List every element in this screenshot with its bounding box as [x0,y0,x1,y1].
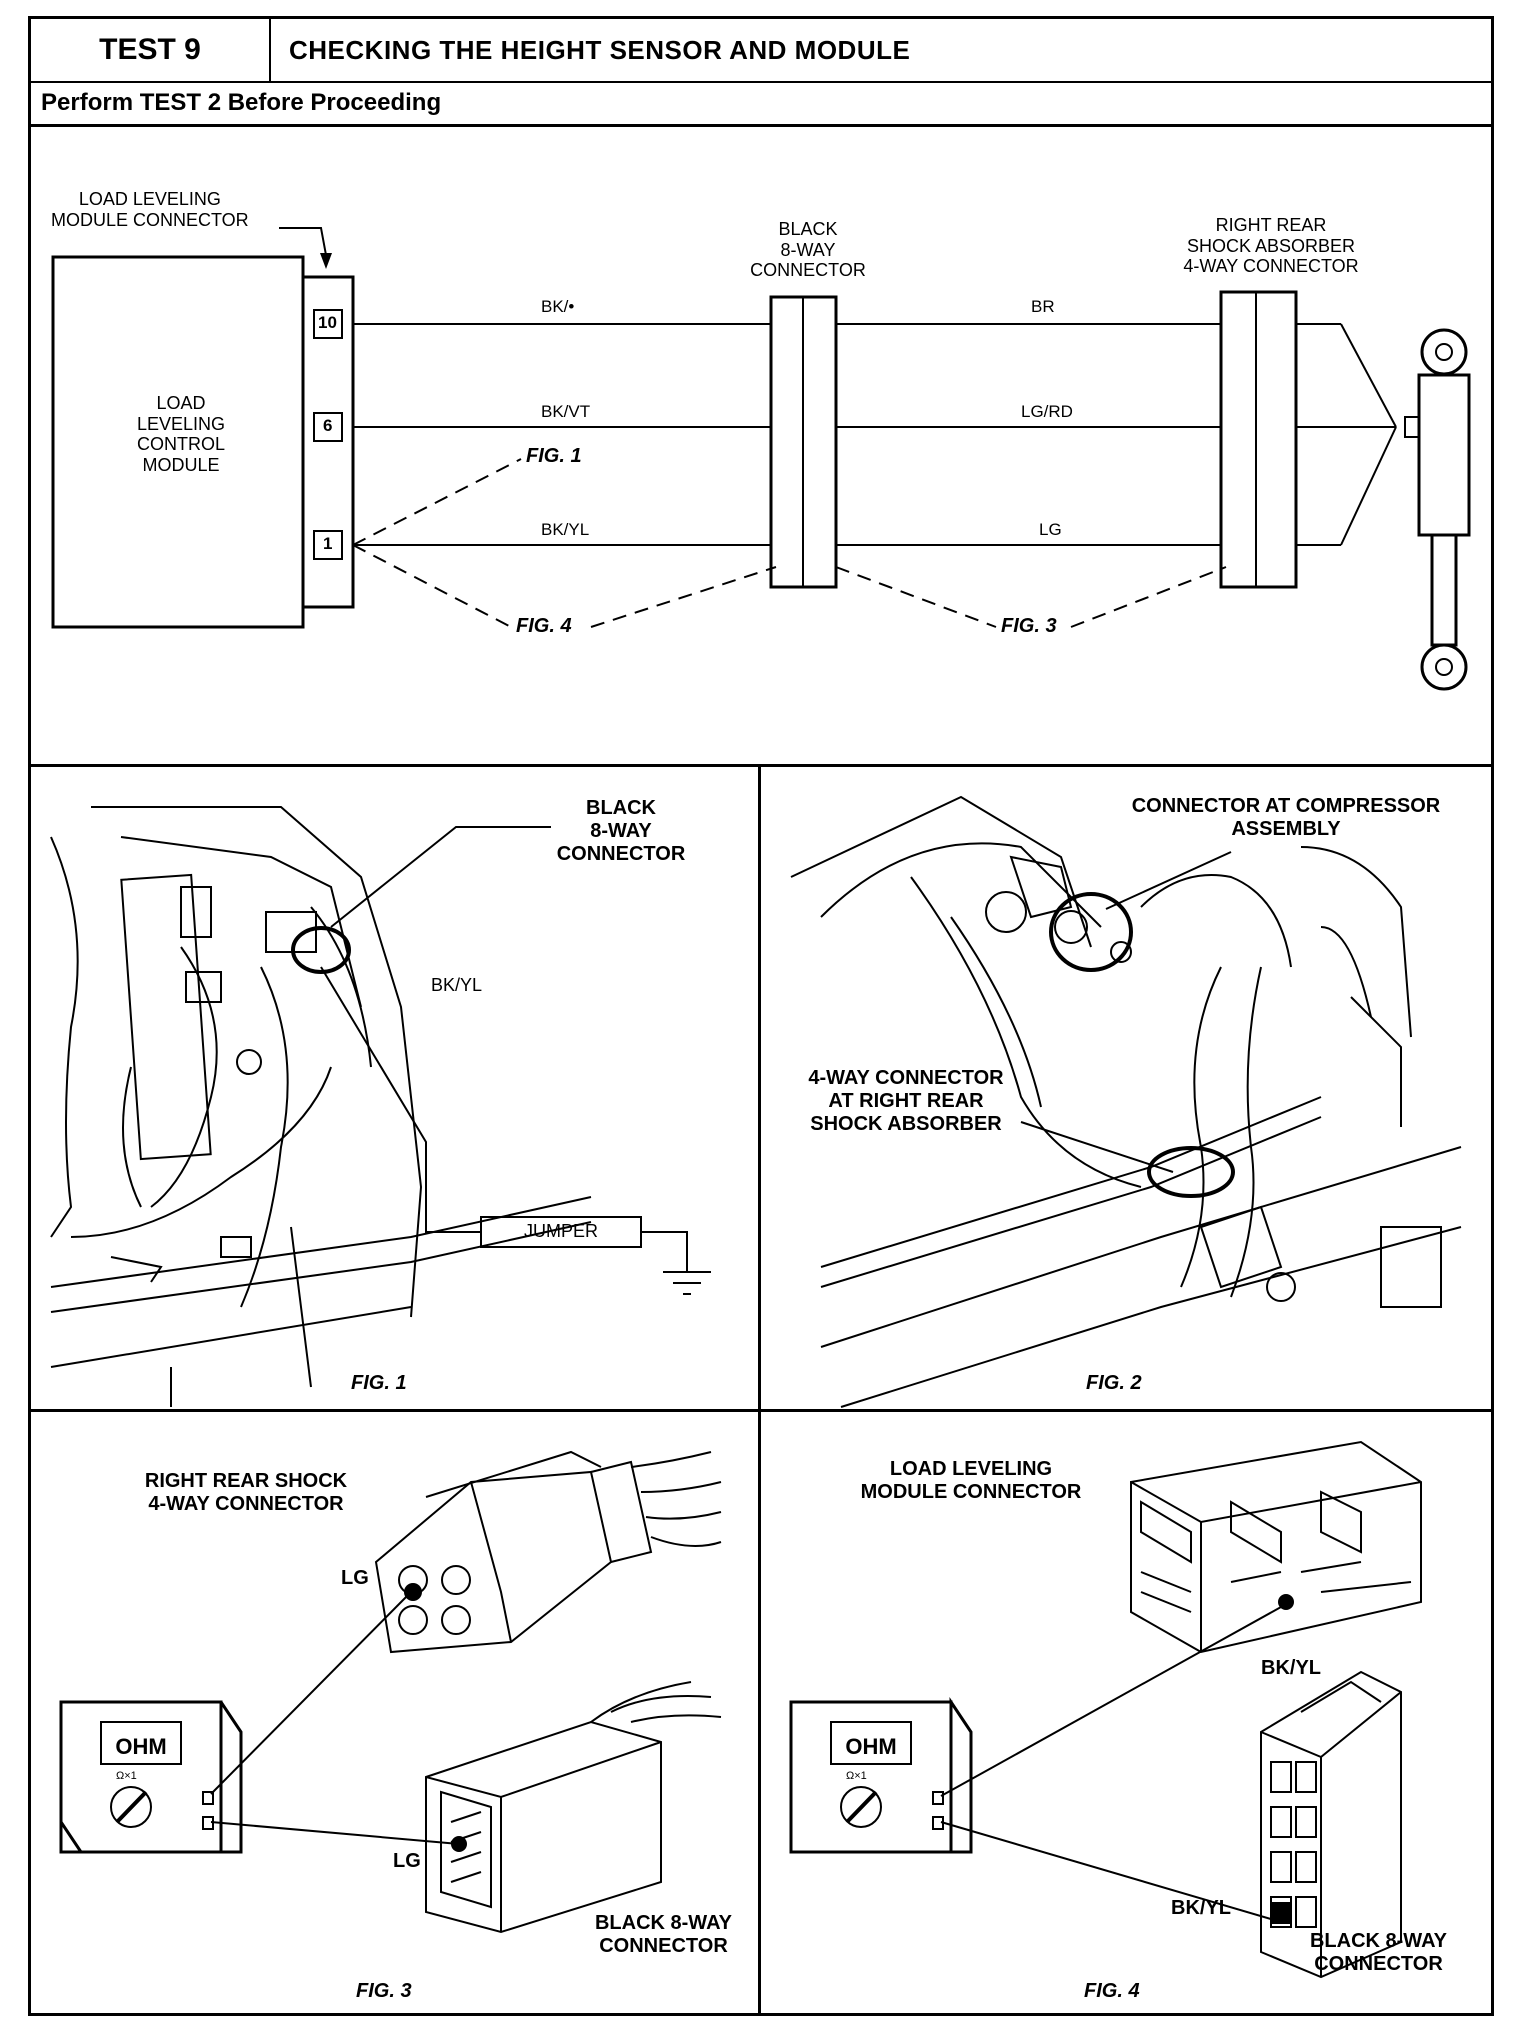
bkyl-terminal-dot-8way [1271,1902,1291,1924]
pin-10-label: 10 [318,313,337,332]
module-connector-drawing [1130,1440,1422,1654]
prerequisite-note: Perform TEST 2 Before Proceeding [31,81,1491,127]
ohmmeter-fig4 [789,1697,973,1854]
fig4-black-label: BLACK 8-WAY CONNECTOR [1309,1930,1448,1975]
fig1-panel: BLACK 8-WAY CONNECTOR BK/YL JUMPER FIG. … [31,767,761,1412]
shock-connector-label: RIGHT REAR SHOCK ABSORBER 4-WAY CONNECTO… [1183,215,1359,277]
fig3-black-label: BLACK 8-WAY CONNECTOR [594,1912,733,1957]
header-row: TEST 9 CHECKING THE HEIGHT SENSOR AND MO… [31,19,1491,83]
fig3-connector-label: RIGHT REAR SHOCK 4-WAY CONNECTOR [144,1470,348,1515]
fig2-panel: CONNECTOR AT COMPRESSOR ASSEMBLY 4-WAY C… [761,767,1491,1412]
jumper-lead-right [641,1231,688,1272]
pin-6-box [313,412,343,442]
ohm-display-fig4: OHM [845,1734,897,1759]
black-8way-connector-drawing-fig4 [1260,1670,1402,1979]
module-label: LOAD LEVELING CONTROL MODULE [136,393,226,476]
fig4-illustration [789,1440,1422,1979]
fig1-ref-line [352,458,522,546]
wire-label-br: BR [1031,297,1055,316]
range-label-fig4: Ω×1 [846,1770,867,1782]
probe-lead-top [210,1591,412,1795]
fig3-ref-label: FIG. 3 [1001,615,1057,637]
wire-label-lg: LG [1039,520,1062,539]
fig4-ref-line-right [590,566,777,628]
lg-label-bottom: LG [393,1850,421,1872]
fig1-connector-label: BLACK 8-WAY CONNECTOR [556,797,686,865]
test-sheet: TEST 9 CHECKING THE HEIGHT SENSOR AND MO… [28,16,1494,2016]
shock-leader [1020,1121,1174,1173]
wire-label-bkvt: BK/VT [541,402,591,421]
fig4-ref-line-left [352,544,512,628]
lg-label-top: LG [341,1567,369,1589]
fig4-module-label: LOAD LEVELING MODULE CONNECTOR [860,1458,1082,1503]
module-connector-arrowhead [320,253,332,269]
fig4-panel: LOAD LEVELING MODULE CONNECTOR BK/YL BK/… [761,1412,1491,2013]
range-label: Ω×1 [116,1770,137,1782]
trunk-interior-drawing [50,806,592,1407]
lg-terminal-dot-8way [451,1836,467,1852]
fig1-caption: FIG. 1 [351,1372,407,1394]
fig1-wire-label: BK/YL [431,975,483,995]
probe-lead-top-fig4 [940,1606,1282,1797]
wire-label-lgrd: LG/RD [1021,402,1073,421]
shock-4way-connector [1219,290,1298,589]
compressor-leader [1105,851,1232,910]
pin-6-label: 6 [323,416,333,435]
schematic-panel: LOAD LEVELING MODULE CONNECTOR LOAD LEVE… [31,127,1491,767]
compressor-connector-label: CONNECTOR AT COMPRESSOR ASSEMBLY [1131,795,1441,840]
black-8way-connector-drawing [425,1681,722,1934]
shock-4way-connector-drawing [374,1450,722,1654]
test-title: CHECKING THE HEIGHT SENSOR AND MODULE [289,34,911,65]
jumper-label: JUMPER [523,1221,598,1241]
module-connector-strip [301,275,355,609]
lg-terminal-dot [404,1583,422,1601]
fig1-illustration [50,806,711,1407]
bkyl-terminal-dot-module [1278,1594,1294,1610]
module-connector-leader [279,227,327,256]
fig3-illustration [59,1450,722,1934]
bkyl-label-bottom: BK/YL [1171,1897,1231,1919]
fig3-panel: RIGHT REAR SHOCK 4-WAY CONNECTOR LG LG O… [31,1412,761,2013]
ohmmeter [59,1700,243,1854]
probe-lead-bottom [210,1821,460,1845]
connector-highlight-circle [291,926,351,974]
pin-1-box [313,530,343,560]
wiring-schematic [51,227,1471,691]
probe-lead-bottom-fig4 [940,1821,1282,1923]
fig4-caption: FIG. 4 [1084,1980,1140,2002]
fig2-illustration [790,795,1462,1408]
ohm-display: OHM [115,1734,167,1759]
ground-symbol [663,1271,711,1295]
fig3-ref-line-left [835,566,997,628]
pin-10-box [313,309,343,339]
fig3-ref-line-right [1070,566,1227,628]
wire-label-bk: BK/• [541,297,575,316]
shock-connector-circle [1147,1146,1235,1198]
jumper-lead-left [320,966,481,1233]
fig3-caption: FIG. 3 [356,1980,412,2002]
black-connector-label: BLACK 8-WAY CONNECTOR [750,219,866,281]
fig1-ref-label: FIG. 1 [526,445,582,467]
shock-connector-label-fig2: 4-WAY CONNECTOR AT RIGHT REAR SHOCK ABSO… [808,1067,1004,1135]
fig2-caption: FIG. 2 [1086,1372,1142,1394]
pin-1-label: 1 [323,534,333,553]
height-sensor-shock [1404,328,1471,691]
module-connector-label: LOAD LEVELING MODULE CONNECTOR [51,189,249,230]
compressor-connector-circle [1049,892,1133,972]
wire-label-bkyl: BK/YL [541,520,590,539]
bkyl-label-top: BK/YL [1261,1657,1321,1679]
fig4-ref-label: FIG. 4 [516,615,572,637]
test-number: TEST 9 [31,19,271,81]
connector-leader [330,826,551,928]
